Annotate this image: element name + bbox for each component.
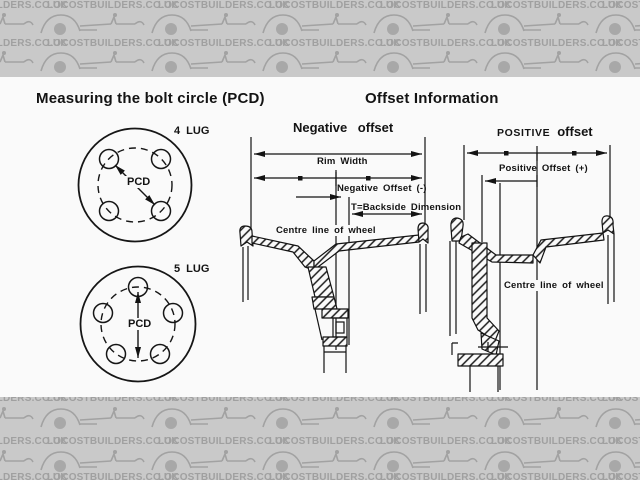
car-logo-icon — [483, 49, 594, 77]
watermark-text-row: LOCOSTBUILDERS.CO.UKLOCOSTBUILDERS.CO.UK… — [0, 472, 640, 480]
watermark-text: LOCOSTBUILDERS.CO.UK — [602, 38, 640, 49]
car-logo-icon — [150, 448, 261, 478]
positive-offset-diagram — [449, 145, 615, 392]
watermark-text: LOCOSTBUILDERS.CO.UK — [47, 38, 179, 49]
positive-offset-label: Positive Offset (+) — [499, 163, 588, 174]
watermark-text: LOCOSTBUILDERS.CO.UK — [47, 0, 179, 11]
car-logo-icon — [39, 49, 150, 77]
car-logo-icon — [594, 448, 640, 478]
watermark-text: LOCOSTBUILDERS.CO.UK — [269, 0, 401, 11]
watermark-text-row: LOCOSTBUILDERS.CO.UKLOCOSTBUILDERS.CO.UK… — [0, 436, 640, 447]
car-logo-icon — [0, 448, 39, 478]
watermark-text-row: LOCOSTBUILDERS.CO.UKLOCOSTBUILDERS.CO.UK… — [0, 0, 640, 11]
car-logo-icon — [261, 49, 372, 77]
lug4-diagram — [77, 127, 193, 243]
car-logo-icon — [0, 49, 39, 77]
watermark-text: LOCOSTBUILDERS.CO.UK — [158, 472, 290, 480]
car-logo-icon — [372, 11, 483, 41]
car-logo-icon — [261, 11, 372, 41]
watermark-text: LOCOSTBUILDERS.CO.UK — [491, 38, 623, 49]
watermark-text: LOCOSTBUILDERS.CO.UK — [491, 472, 623, 480]
car-logo-icon — [39, 448, 150, 478]
lug5-label: 5 LUG — [174, 263, 210, 275]
watermark-text: LOCOSTBUILDERS.CO.UK — [380, 436, 512, 447]
car-logo-icon — [483, 448, 594, 478]
watermark-text: LOCOSTBUILDERS.CO.UK — [158, 0, 290, 11]
lug4-pcd-label: PCD — [125, 176, 153, 188]
watermark-text: LOCOSTBUILDERS.CO.UK — [380, 397, 512, 404]
positive-offset-heading: POSITIVE offset — [497, 123, 593, 141]
car-logo-icon — [39, 11, 150, 41]
centre-line-label-negative: Centre line of wheel — [274, 225, 378, 236]
watermark-text: LOCOSTBUILDERS.CO.UK — [602, 436, 640, 447]
watermark-text: LOCOSTBUILDERS.CO.UK — [491, 397, 623, 404]
car-logo-icon — [483, 405, 594, 435]
car-logo-icon — [150, 49, 261, 77]
watermark-text: LOCOSTBUILDERS.CO.UK — [0, 397, 68, 404]
right-panel-title: Offset Information — [365, 90, 499, 107]
car-logo-icon — [39, 405, 150, 435]
watermark-text-row: LOCOSTBUILDERS.CO.UKLOCOSTBUILDERS.CO.UK… — [0, 38, 640, 49]
rim-width-label: Rim Width — [317, 156, 368, 167]
watermark-band-top: LOCOSTBUILDERS.CO.UKLOCOSTBUILDERS.CO.UK… — [0, 0, 640, 77]
left-panel-title: Measuring the bolt circle (PCD) — [36, 90, 265, 107]
watermark-car-row — [0, 448, 640, 473]
car-logo-icon — [150, 11, 261, 41]
car-logo-icon — [372, 405, 483, 435]
car-logo-icon — [594, 49, 640, 77]
car-logo-icon — [150, 405, 261, 435]
watermark-text: LOCOSTBUILDERS.CO.UK — [380, 0, 512, 11]
watermark-text: LOCOSTBUILDERS.CO.UK — [491, 436, 623, 447]
watermark-text: LOCOSTBUILDERS.CO.UK — [269, 472, 401, 480]
car-logo-icon — [594, 11, 640, 41]
car-logo-icon — [261, 405, 372, 435]
watermark-text: LOCOSTBUILDERS.CO.UK — [158, 397, 290, 404]
watermark-band-bottom: LOCOSTBUILDERS.CO.UKLOCOSTBUILDERS.CO.UK… — [0, 397, 640, 480]
car-logo-icon — [372, 448, 483, 478]
negative-offset-heading: Negative offset — [293, 120, 394, 135]
watermark-text: LOCOSTBUILDERS.CO.UK — [158, 436, 290, 447]
negative-offset-diagram — [239, 137, 429, 373]
watermark-text: LOCOSTBUILDERS.CO.UK — [269, 397, 401, 404]
watermark-text: LOCOSTBUILDERS.CO.UK — [158, 38, 290, 49]
watermark-car-row — [0, 11, 640, 36]
watermark-text: LOCOSTBUILDERS.CO.UK — [491, 0, 623, 11]
watermark-text: LOCOSTBUILDERS.CO.UK — [602, 0, 640, 11]
backside-dimension-label: T=Backside Dimension — [351, 202, 462, 213]
car-logo-icon — [483, 11, 594, 41]
centre-line-label-positive: Centre line of wheel — [502, 280, 606, 291]
watermark-text: LOCOSTBUILDERS.CO.UK — [0, 472, 68, 480]
watermark-text: LOCOSTBUILDERS.CO.UK — [0, 38, 68, 49]
watermark-text: LOCOSTBUILDERS.CO.UK — [380, 38, 512, 49]
watermark-car-row — [0, 405, 640, 430]
car-logo-icon — [0, 11, 39, 41]
watermark-text: LOCOSTBUILDERS.CO.UK — [380, 472, 512, 480]
watermark-text: LOCOSTBUILDERS.CO.UK — [47, 472, 179, 480]
watermark-text: LOCOSTBUILDERS.CO.UK — [47, 436, 179, 447]
car-logo-icon — [0, 405, 39, 435]
car-logo-icon — [372, 49, 483, 77]
watermark-text: LOCOSTBUILDERS.CO.UK — [47, 397, 179, 404]
watermark-text: LOCOSTBUILDERS.CO.UK — [269, 38, 401, 49]
negative-offset-label: Negative Offset (-) — [337, 183, 427, 194]
watermark-text-row: LOCOSTBUILDERS.CO.UKLOCOSTBUILDERS.CO.UK… — [0, 397, 640, 404]
watermark-car-row — [0, 49, 640, 74]
watermark-text: LOCOSTBUILDERS.CO.UK — [602, 472, 640, 480]
watermark-text: LOCOSTBUILDERS.CO.UK — [0, 0, 68, 11]
car-logo-icon — [261, 448, 372, 478]
car-logo-icon — [594, 405, 640, 435]
positive-offset-heading-rest: offset — [557, 124, 593, 139]
lug5-pcd-label: PCD — [126, 318, 154, 330]
watermark-text: LOCOSTBUILDERS.CO.UK — [0, 436, 68, 447]
lug4-label: 4 LUG — [174, 125, 210, 137]
watermark-text: LOCOSTBUILDERS.CO.UK — [602, 397, 640, 404]
positive-offset-heading-caps: POSITIVE — [497, 127, 551, 139]
watermark-text: LOCOSTBUILDERS.CO.UK — [269, 436, 401, 447]
